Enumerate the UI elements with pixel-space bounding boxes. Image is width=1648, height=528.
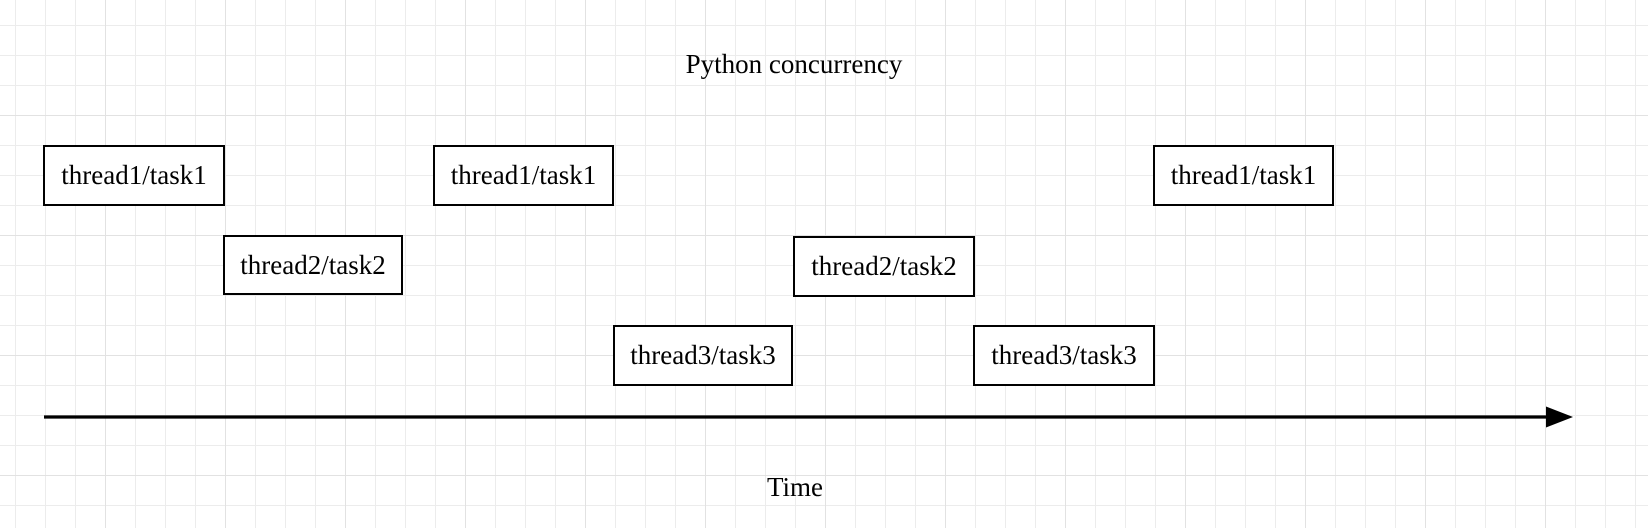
- task-block[interactable]: thread2/task2: [223, 235, 403, 295]
- task-block[interactable]: thread1/task1: [1153, 145, 1334, 206]
- task-block[interactable]: thread3/task3: [613, 325, 793, 386]
- diagram-title: Python concurrency: [685, 49, 903, 79]
- arrowhead-icon: [1546, 406, 1573, 428]
- time-axis-label: Time: [766, 472, 824, 502]
- task-block[interactable]: thread1/task1: [43, 145, 225, 206]
- task-block[interactable]: thread2/task2: [793, 236, 975, 297]
- task-block[interactable]: thread1/task1: [433, 145, 614, 206]
- task-block[interactable]: thread3/task3: [973, 325, 1155, 386]
